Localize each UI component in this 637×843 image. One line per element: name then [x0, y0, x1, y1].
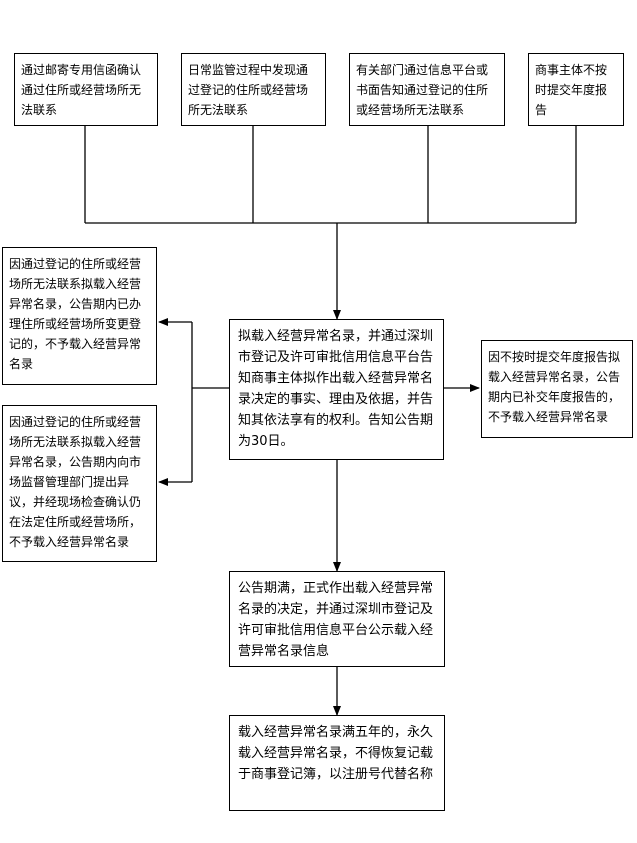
decision-box-formal-listing: 公告期满，正式作出载入经营异常名录的决定，并通过深圳市登记及许可审批信用信息平台… [229, 571, 445, 667]
left-box-objection-verified: 因通过登记的住所或经营场所无法联系拟载入经营异常名录，公告期内向市场监督管理部门… [2, 405, 157, 562]
left-box-address-changed: 因通过登记的住所或经营场所无法联系拟载入经营异常名录，公告期内已办理住所或经营场… [2, 247, 157, 385]
top-box-mail-confirm: 通过邮寄专用信函确认通过住所或经营场所无法联系 [14, 53, 158, 126]
center-box-proposed-listing: 拟载入经营异常名录，并通过深圳市登记及许可审批信用信息平台告知商事主体拟作出载入… [229, 319, 444, 460]
top-box-daily-supervision: 日常监管过程中发现通过登记的住所或经营场所无法联系 [181, 53, 326, 126]
top-box-no-annual-report: 商事主体不按时提交年度报告 [528, 53, 624, 126]
right-box-report-submitted: 因不按时提交年度报告拟载入经营异常名录，公告期内已补交年度报告的，不予载入经营异… [481, 340, 633, 438]
top-box-department-notice: 有关部门通过信息平台或书面告知通过登记的住所或经营场所无法联系 [349, 53, 505, 126]
final-box-permanent-listing: 载入经营异常名录满五年的，永久载入经营异常名录，不得恢复记载于商事登记簿，以注册… [229, 715, 445, 811]
